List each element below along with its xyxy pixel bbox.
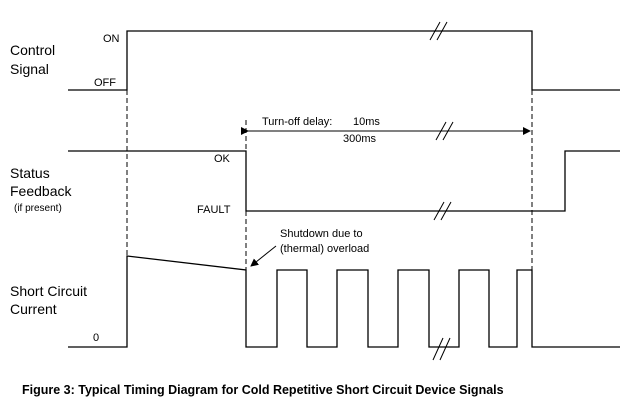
control-signal-label-line2: Signal (10, 61, 49, 77)
short-circuit-current-label-line1: Short Circuit (10, 283, 87, 299)
turnoff-delay-label: Turn-off delay: (262, 116, 332, 128)
shutdown-note-line2: (thermal) overload (280, 243, 369, 255)
status-level-fault: FAULT (197, 204, 231, 216)
current-break-mark (432, 337, 451, 361)
turnoff-delay-value-10ms: 10ms (353, 116, 380, 128)
control-signal-label-line1: Control (10, 42, 55, 58)
short-circuit-current-waveform (68, 255, 620, 348)
control-break-mark (429, 21, 448, 41)
control-level-off: OFF (94, 77, 116, 89)
status-level-ok: OK (214, 153, 231, 165)
status-feedback-waveform-a (68, 150, 532, 212)
status-feedback-label-line1: Status (10, 165, 50, 181)
status-feedback-label-line2: Feedback (10, 183, 72, 199)
shutdown-note-line1: Shutdown due to (280, 228, 363, 240)
turnoff-delay-value-300ms: 300ms (343, 133, 377, 145)
control-signal-waveform (68, 30, 620, 91)
current-level-zero: 0 (93, 332, 99, 344)
status-break-mark (433, 201, 452, 221)
control-level-on: ON (103, 33, 120, 45)
turnoff-break-mark (435, 121, 454, 141)
status-feedback-label-line3: (if present) (14, 203, 62, 214)
figure-caption: Figure 3: Typical Timing Diagram for Col… (22, 383, 504, 397)
short-circuit-current-label-line2: Current (10, 301, 57, 317)
shutdown-arrow (250, 245, 277, 267)
status-feedback-waveform-b (532, 150, 620, 212)
